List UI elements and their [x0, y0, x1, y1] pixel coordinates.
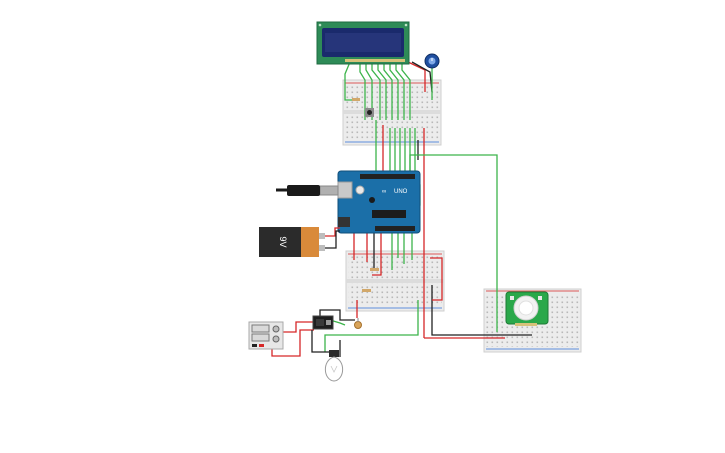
wires	[271, 61, 532, 357]
relay-module[interactable]	[312, 315, 334, 330]
battery-leads	[325, 227, 340, 249]
light-bulb[interactable]	[324, 350, 344, 382]
photoresistor[interactable]	[354, 318, 362, 329]
wire-pir-signal	[409, 154, 498, 332]
lcd-pin-row	[345, 59, 405, 62]
resistor-middle	[362, 268, 379, 292]
arduino-label: UNO	[394, 189, 408, 195]
breadboard-middle[interactable]	[345, 250, 445, 312]
lcd-16x2[interactable]	[316, 21, 410, 65]
pushbutton[interactable]	[365, 108, 374, 117]
potentiometer[interactable]	[424, 53, 440, 69]
power-supply[interactable]	[248, 321, 284, 350]
pir-motion-sensor[interactable]	[505, 291, 549, 326]
arduino-logo-text: ∞	[382, 189, 386, 195]
usb-cable[interactable]	[276, 185, 339, 196]
resistor-top	[352, 98, 360, 101]
arduino-uno[interactable]: UNO ∞	[337, 170, 421, 234]
battery-label: 9V	[278, 236, 288, 247]
wire-lcd-bus	[359, 62, 366, 120]
battery-9v[interactable]: 9V	[259, 227, 325, 257]
